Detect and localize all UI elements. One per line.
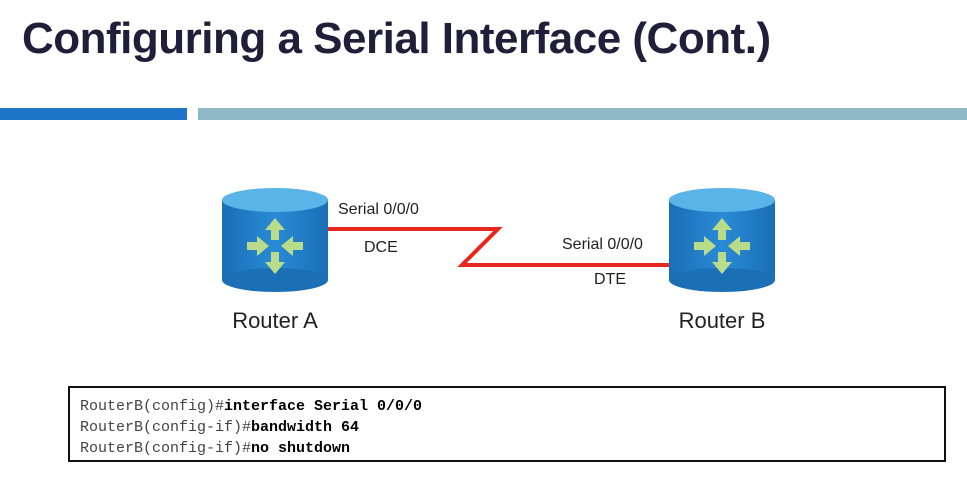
cli-command: no shutdown (251, 440, 351, 457)
cli-output-box: RouterB(config)#interface Serial 0/0/0 R… (68, 386, 946, 462)
router-b-dte-label: DTE (594, 271, 626, 288)
router-a-dce-label: DCE (364, 239, 398, 256)
cli-prompt: RouterB(config-if)# (80, 440, 252, 457)
cli-line: RouterB(config)#interface Serial 0/0/0 (80, 396, 934, 417)
router-a-label: Router A (232, 308, 318, 333)
router-b-label: Router B (679, 308, 766, 333)
cli-line: RouterB(config-if)#bandwidth 64 (80, 417, 934, 438)
serial-link (328, 227, 669, 267)
network-diagram: Router A Router B Serial 0/0/0 DCE Seria… (222, 188, 775, 333)
router-a-icon (222, 188, 328, 292)
title-underline-bar (198, 108, 967, 120)
router-b-interface-label: Serial 0/0/0 (562, 236, 643, 253)
cli-line: RouterB(config-if)#no shutdown (80, 438, 934, 459)
cli-command: bandwidth 64 (251, 419, 360, 436)
router-a-interface-label: Serial 0/0/0 (338, 201, 419, 218)
cli-prompt: RouterB(config-if)# (80, 419, 252, 436)
cli-prompt: RouterB(config)# (80, 398, 225, 415)
title-underline-accent (0, 108, 187, 120)
slide-title: Configuring a Serial Interface (Cont.) (22, 14, 771, 63)
router-b-icon (669, 188, 775, 292)
cli-command: interface Serial 0/0/0 (224, 398, 423, 415)
